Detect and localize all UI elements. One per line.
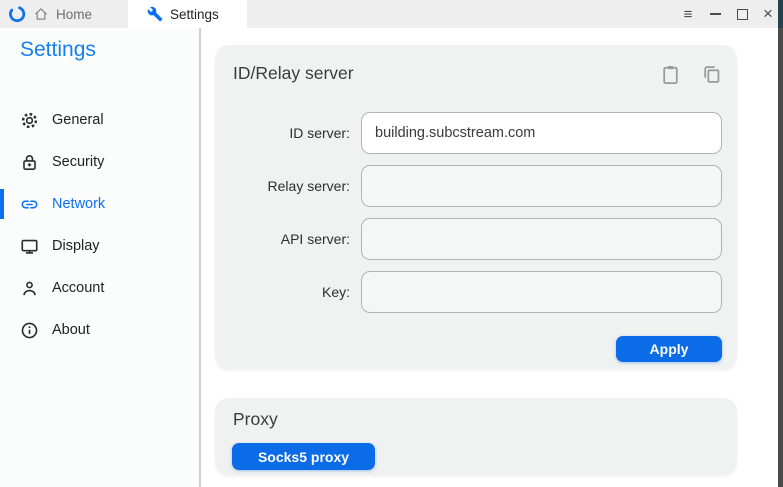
active-indicator (0, 189, 4, 219)
apply-button[interactable]: Apply (616, 336, 722, 362)
tab-settings-label: Settings (170, 6, 219, 22)
person-icon (20, 279, 39, 298)
id-server-input[interactable] (361, 112, 722, 154)
id-server-label: ID server: (289, 125, 350, 141)
key-row: Key: (215, 271, 737, 313)
link-icon (20, 195, 39, 214)
key-input[interactable] (361, 271, 722, 313)
home-icon (33, 6, 49, 22)
proxy-card: Proxy Socks5 proxy (215, 398, 737, 476)
sidebar-item-account[interactable]: Account (0, 267, 199, 309)
titlebar: Home Settings ≡ × (0, 0, 783, 28)
api-server-label: API server: (280, 231, 350, 247)
info-icon (20, 321, 39, 340)
monitor-icon (20, 237, 39, 256)
sidebar-item-label: Network (52, 196, 106, 212)
gear-icon (20, 111, 39, 130)
screen-edge-strip (778, 0, 783, 487)
card-title: ID/Relay server (233, 63, 354, 83)
maximize-icon[interactable] (734, 0, 750, 28)
sidebar-item-display[interactable]: Display (0, 225, 199, 267)
settings-sidebar: Settings General Security (0, 28, 201, 487)
api-server-input[interactable] (361, 218, 722, 260)
paste-icon[interactable] (660, 64, 681, 85)
menu-icon[interactable]: ≡ (683, 5, 693, 23)
wrench-icon (147, 6, 163, 22)
sidebar-menu: General Security Network (0, 99, 199, 351)
copy-icon[interactable] (701, 64, 722, 85)
close-icon[interactable]: × (763, 4, 773, 23)
tab-home[interactable]: Home (33, 0, 92, 28)
tab-home-label: Home (56, 6, 93, 22)
sidebar-item-general[interactable]: General (0, 99, 199, 141)
sidebar-item-network[interactable]: Network (0, 183, 199, 225)
relay-server-input[interactable] (361, 165, 722, 207)
tab-settings[interactable]: Settings (128, 0, 247, 28)
rustdesk-logo-icon (8, 5, 26, 23)
id-relay-server-card: ID/Relay server ID server: Relay server:… (215, 45, 737, 370)
sidebar-item-about[interactable]: About (0, 309, 199, 351)
id-server-row: ID server: (215, 112, 737, 154)
sidebar-item-label: About (52, 322, 90, 338)
key-label: Key: (321, 284, 350, 300)
sidebar-item-security[interactable]: Security (0, 141, 199, 183)
relay-server-label: Relay server: (267, 178, 350, 194)
card-title: Proxy (233, 409, 278, 429)
lock-icon (20, 153, 39, 172)
sidebar-item-label: Display (52, 238, 100, 254)
sidebar-item-label: Security (52, 154, 105, 170)
minimize-icon[interactable] (707, 0, 723, 28)
api-server-row: API server: (215, 218, 737, 260)
sidebar-item-label: Account (52, 280, 105, 296)
relay-server-row: Relay server: (215, 165, 737, 207)
socks5-proxy-button[interactable]: Socks5 proxy (232, 443, 375, 470)
settings-content: ID/Relay server ID server: Relay server:… (203, 28, 778, 487)
page-title: Settings (20, 38, 96, 61)
sidebar-item-label: General (52, 112, 104, 128)
